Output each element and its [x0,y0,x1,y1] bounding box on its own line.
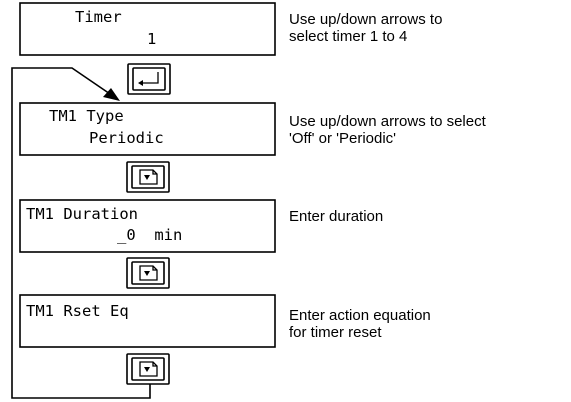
timer-screen-line2: 1 [147,30,156,48]
type-screen-line1: TM1 Type [49,107,124,125]
reset-screen: TM1 Rset Eq [19,294,276,348]
duration-note-line1: Enter duration [289,208,383,225]
type-note-line1: Use up/down arrows to select [289,113,487,130]
reset-note-line1: Enter action equation [289,307,431,324]
timer-screen-box [19,2,276,56]
reset-screen-line1: TM1 Rset Eq [26,302,129,320]
duration-screen-line2: _0 min [117,226,182,244]
type-screen: TM1 Type Periodic [19,102,276,156]
timer-screen-line1: Timer [75,8,122,26]
type-note-line2: 'Off' or 'Periodic' [289,130,396,147]
reset-note-line2: for timer reset [289,324,382,341]
timer-note-line1: Use up/down arrows to [289,11,442,28]
duration-screen-line1: TM1 Duration [26,205,138,223]
page-key-icon[interactable] [126,353,170,385]
enter-key-icon[interactable] [127,63,171,95]
return-loop-arrowhead [103,88,120,101]
timer-screen: Timer 1 [19,2,276,56]
duration-screen: TM1 Duration _0 min [19,199,276,253]
type-screen-line2: Periodic [89,129,164,147]
timer-note-line2: select timer 1 to 4 [289,28,407,45]
page-key-icon[interactable] [126,161,170,193]
reset-screen-box [19,294,276,348]
page-key-icon[interactable] [126,257,170,289]
duration-screen-box [19,199,276,253]
type-screen-box [19,102,276,156]
return-loop-line [11,67,151,399]
